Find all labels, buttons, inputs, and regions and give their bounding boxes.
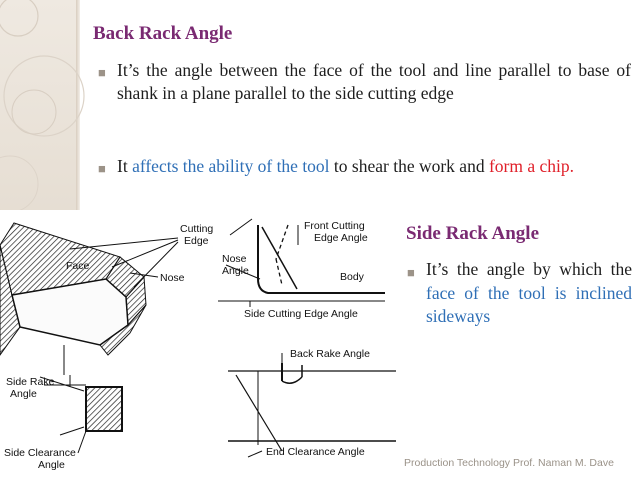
tool-front-view <box>39 345 123 454</box>
label-back-rake-angle: Back Rake Angle <box>290 348 370 360</box>
back-rack-bullet-1: ■ It’s the angle between the face of the… <box>98 59 631 104</box>
label-body: Body <box>340 271 365 283</box>
label-side-clearance-2: Angle <box>38 459 65 471</box>
label-face: Face <box>66 260 90 272</box>
label-nose-angle-2: Angle <box>222 265 249 277</box>
label-side-clearance-1: Side Clearance <box>4 447 76 459</box>
decorative-circles <box>0 0 85 210</box>
label-side-rake-2: Angle <box>10 388 37 400</box>
cutting-edge-leader-lines <box>69 237 179 288</box>
label-nose-left: Nose <box>160 272 185 284</box>
label-cutting: Cutting <box>180 223 213 235</box>
label-front-cutting: Front Cutting <box>304 220 365 232</box>
tool-3d-view <box>0 222 147 356</box>
label-side-cutting-edge-angle: Side Cutting Edge Angle <box>244 308 358 320</box>
label-side-rake-1: Side Rake <box>6 376 55 388</box>
bullet-2-highlight-blue: affects the ability of the tool <box>132 156 330 176</box>
back-rack-bullet-1-text: It’s the angle between the face of the t… <box>117 60 631 103</box>
bullet-2-text-a: It <box>117 156 133 176</box>
bullet-2-highlight-red: form a chip. <box>488 156 574 176</box>
side-rack-bullet-text: It’s the angle by which the <box>426 259 632 279</box>
tool-angle-figure: Face Cutting Edge Nose Front Cutting Edg… <box>0 218 396 471</box>
side-rack-title: Side Rack Angle <box>406 223 540 244</box>
bullet-dot-icon: ■ <box>407 265 415 280</box>
label-nose-angle-1: Nose <box>222 253 247 265</box>
label-edge: Edge <box>184 235 209 247</box>
label-end-clearance-angle: End Clearance Angle <box>266 446 365 458</box>
tool-top-view <box>218 218 385 307</box>
bullet-2-text-b: to shear the work and <box>329 156 489 176</box>
bullet-dot-icon: ■ <box>98 65 106 80</box>
footer-credit: Production Technology Prof. Naman M. Dav… <box>404 457 614 469</box>
label-edge-angle: Edge Angle <box>314 232 368 244</box>
bullet-dot-icon: ■ <box>98 161 106 176</box>
tool-side-view <box>228 353 396 458</box>
left-decor-band-edge <box>76 0 80 210</box>
side-rack-bullet-highlight: face of the tool is inclined sideways <box>426 282 632 327</box>
back-rack-title: Back Rack Angle <box>93 23 233 44</box>
side-rack-bullet: ■ It’s the angle by which the face of th… <box>407 258 632 329</box>
back-rack-bullet-2: ■ It affects the ability of the tool to … <box>98 155 631 178</box>
